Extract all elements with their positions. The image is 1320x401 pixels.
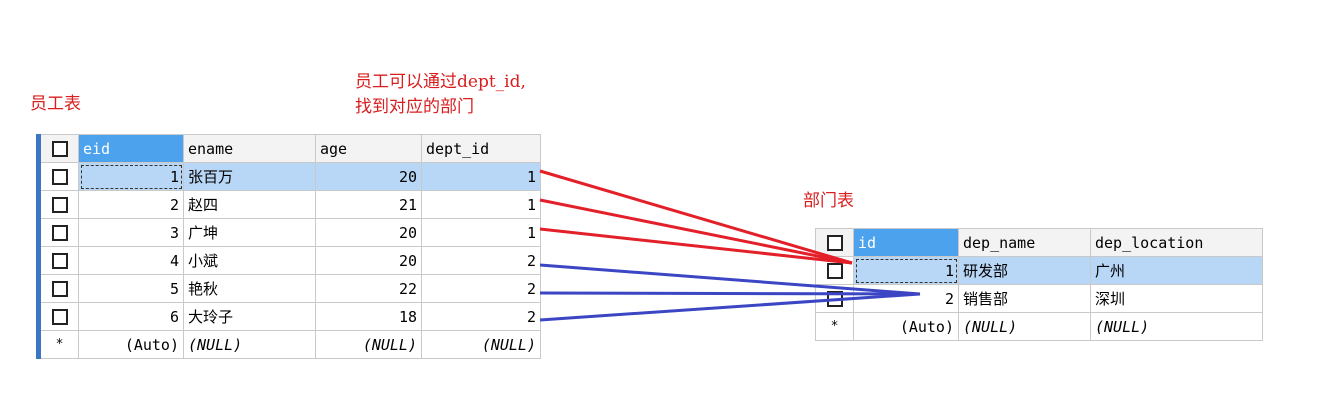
relationship-note-line-2: 找到对应的部门 bbox=[355, 97, 474, 117]
checkbox-icon bbox=[51, 253, 68, 269]
column-header-dept-id[interactable]: dept_id bbox=[421, 134, 541, 163]
cell-dept-id[interactable]: 2 bbox=[421, 302, 541, 331]
checkbox-icon bbox=[51, 169, 68, 185]
row-checkbox[interactable] bbox=[38, 218, 79, 247]
department-table-header: id dep_name dep_location bbox=[815, 228, 1263, 257]
row-checkbox[interactable] bbox=[38, 162, 79, 191]
column-header-eid[interactable]: eid bbox=[78, 134, 184, 163]
employee-table-title: 员工表 bbox=[30, 94, 81, 114]
table-row[interactable]: 2 赵四 21 1 bbox=[38, 190, 541, 219]
checkbox-icon bbox=[51, 197, 68, 213]
cell-age[interactable]: 20 bbox=[315, 218, 422, 247]
column-header-dep-name[interactable]: dep_name bbox=[958, 228, 1091, 257]
column-header-id[interactable]: id bbox=[853, 228, 959, 257]
cell-ename[interactable]: (NULL) bbox=[183, 330, 316, 359]
checkbox-icon bbox=[51, 141, 68, 157]
cell-dep-location[interactable]: (NULL) bbox=[1090, 312, 1263, 341]
cell-dept-id[interactable]: (NULL) bbox=[421, 330, 541, 359]
cell-ename[interactable]: 张百万 bbox=[183, 162, 316, 191]
link-emp1-dept1 bbox=[539, 169, 853, 265]
department-table: id dep_name dep_location 1 研发部 广州 2 销售部 … bbox=[815, 228, 1263, 341]
cell-age[interactable]: 18 bbox=[315, 302, 422, 331]
cell-dept-id[interactable]: 1 bbox=[421, 190, 541, 219]
cell-eid[interactable]: 2 bbox=[78, 190, 184, 219]
cell-dept-id[interactable]: 2 bbox=[421, 274, 541, 303]
relationship-note-line-1: 员工可以通过dept_id, bbox=[355, 72, 526, 92]
new-row[interactable]: * (Auto) (NULL) (NULL) bbox=[815, 312, 1263, 341]
cell-dept-id[interactable]: 1 bbox=[421, 162, 541, 191]
cell-dep-name[interactable]: 研发部 bbox=[958, 256, 1091, 285]
checkbox-icon bbox=[826, 263, 843, 279]
department-table-title: 部门表 bbox=[803, 191, 854, 211]
checkbox-icon bbox=[826, 235, 843, 251]
row-checkbox[interactable] bbox=[38, 302, 79, 331]
link-emp6-dept2 bbox=[539, 292, 921, 322]
cell-id[interactable]: (Auto) bbox=[853, 312, 959, 341]
new-row[interactable]: * (Auto) (NULL) (NULL) (NULL) bbox=[38, 330, 541, 359]
cell-id[interactable]: 1 bbox=[853, 256, 959, 285]
row-checkbox[interactable] bbox=[38, 246, 79, 275]
cell-ename[interactable]: 小斌 bbox=[183, 246, 316, 275]
cell-age[interactable]: (NULL) bbox=[315, 330, 422, 359]
cell-eid[interactable]: (Auto) bbox=[78, 330, 184, 359]
checkbox-icon bbox=[51, 225, 68, 241]
checkbox-icon bbox=[51, 309, 68, 325]
cell-eid[interactable]: 1 bbox=[78, 162, 184, 191]
link-emp3-dept1 bbox=[539, 227, 853, 265]
cell-dept-id[interactable]: 2 bbox=[421, 246, 541, 275]
link-emp5-dept2 bbox=[539, 291, 921, 296]
cell-dept-id[interactable]: 1 bbox=[421, 218, 541, 247]
column-header-dep-location[interactable]: dep_location bbox=[1090, 228, 1263, 257]
cell-dep-name[interactable]: (NULL) bbox=[958, 312, 1091, 341]
table-row[interactable]: 1 研发部 广州 bbox=[815, 256, 1263, 285]
employee-table-header: eid ename age dept_id bbox=[38, 134, 541, 163]
checkbox-icon bbox=[51, 281, 68, 297]
link-emp2-dept1 bbox=[539, 198, 853, 265]
link-emp4-dept2 bbox=[539, 263, 921, 296]
cell-age[interactable]: 22 bbox=[315, 274, 422, 303]
select-all-checkbox[interactable] bbox=[38, 134, 79, 163]
row-checkbox[interactable] bbox=[38, 274, 79, 303]
cell-dep-location[interactable]: 广州 bbox=[1090, 256, 1263, 285]
table-row[interactable]: 1 张百万 20 1 bbox=[38, 162, 541, 191]
table-row[interactable]: 4 小斌 20 2 bbox=[38, 246, 541, 275]
employee-table: eid ename age dept_id 1 张百万 20 1 2 赵四 21… bbox=[36, 134, 541, 359]
